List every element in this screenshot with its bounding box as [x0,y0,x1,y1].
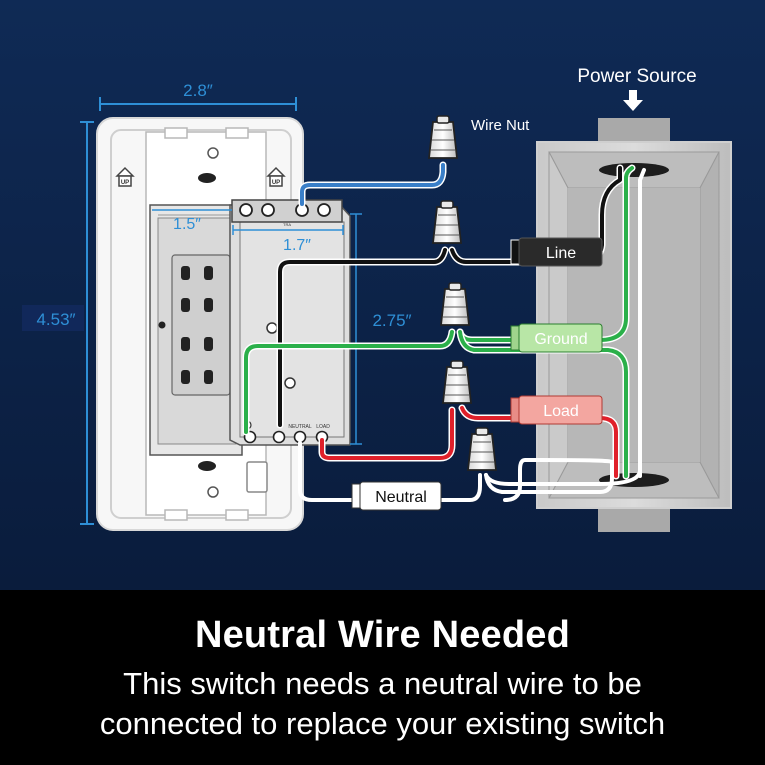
wire-nut-icon [439,282,471,326]
load-tag: Load [510,395,603,425]
wires [242,161,646,502]
dimension-width-label: 2.8″ [183,81,213,100]
ground-tag-label: Ground [534,331,587,348]
terminal-label-neutral: NEUTRAL [288,424,312,430]
down-arrow-icon [623,90,643,111]
svg-text:UP: UP [121,180,129,186]
up-arrow-icon: UP [266,166,286,187]
power-source-label-group: Power Source [577,66,697,111]
caption-body-line-1: This switch needs a neutral wire to be [123,666,642,701]
caption-body-line-2: connected to replace your existing switc… [99,706,666,741]
wire-nuts: Wire Nut [427,115,530,471]
wiring-diagram: 2.8″ 4.53″ UP UP [0,0,765,590]
terminal-screw-icon [293,430,307,444]
dimension-height-label: 4.53″ [36,310,75,329]
up-arrow-icon: UP [115,166,135,187]
switch-module: TRA NEUTRAL LOAD [149,199,351,456]
terminal-screw-icon [272,430,286,444]
dimension-width: 2.8″ [99,81,297,111]
dimension-module-height: 2.75″ [350,213,412,445]
terminal-label-load: LOAD [316,424,330,430]
mounting-slot-icon [198,461,216,471]
vent-grid-icon [181,266,213,384]
caption-panel: Neutral Wire Needed This switch needs a … [0,590,765,765]
dimension-module-height-label: 2.75″ [372,311,411,330]
power-source-label: Power Source [577,66,696,87]
mounting-slot-icon [198,173,216,183]
wire-nut-icon [427,115,459,159]
dimension-height: 4.53″ [22,121,94,525]
wire-nut-icon [441,360,473,404]
neutral-tag-label: Neutral [375,489,427,506]
dimension-module-width: 1.7″ [232,225,344,254]
neutral-wire-box [484,458,614,502]
dimension-inner-width-label: 1.5″ [173,216,201,233]
svg-text:UP: UP [272,180,280,186]
dimension-inner-width: 1.5″ [152,209,232,233]
dimension-module-width-label: 1.7″ [283,237,311,254]
line-tag-label: Line [546,245,576,262]
terminal-label-tra: TRA [283,222,291,227]
terminal-screw-icon [261,203,275,217]
line-tag: Line [510,237,603,267]
wire-nut-icon [466,427,498,471]
caption-heading: Neutral Wire Needed [194,614,571,656]
ground-tag: Ground [510,323,603,353]
terminal-screw-icon [317,203,331,217]
wire-nut-icon [431,200,463,244]
screw-icon [207,147,219,159]
screw-icon [207,486,219,498]
wire-nut-label: Wire Nut [471,117,530,134]
load-tag-label: Load [543,403,579,420]
neutral-tag: Neutral [351,481,442,511]
terminal-screw-icon [239,203,253,217]
